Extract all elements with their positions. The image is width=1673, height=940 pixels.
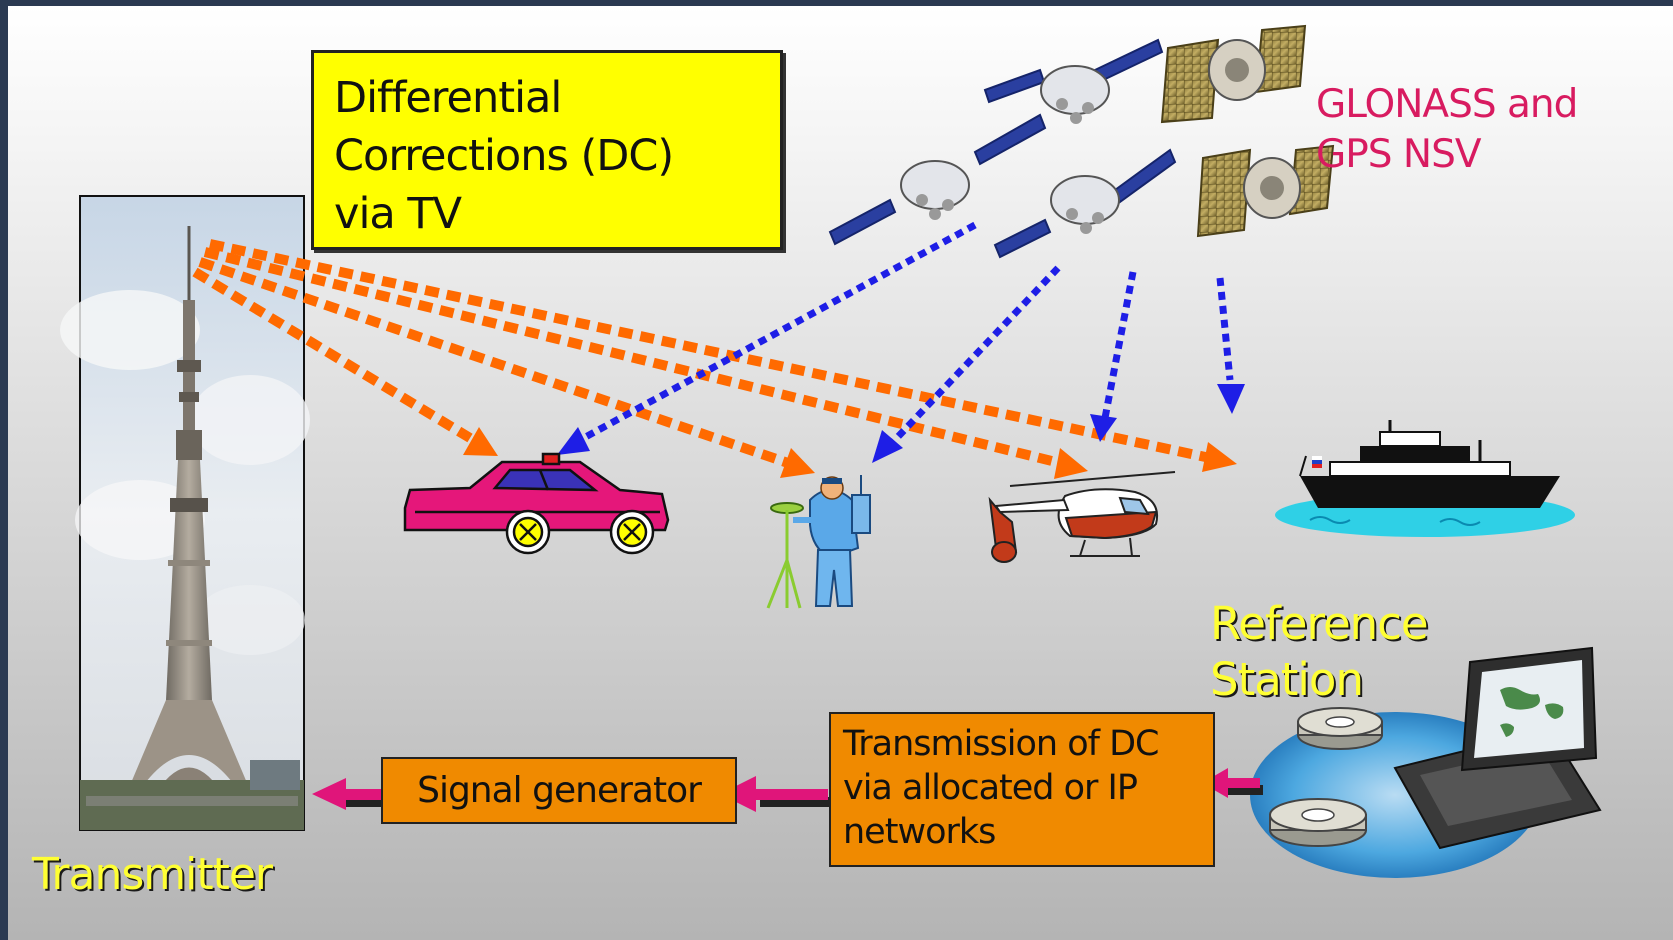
satellite-3 (993, 148, 1177, 259)
dc-transmission-box: Transmission of DC via allocated or IP n… (829, 712, 1215, 867)
satellite-2 (983, 38, 1164, 124)
dc-transmission-line3: networks (843, 812, 996, 852)
dc-via-tv-line3: via TV (334, 189, 462, 239)
reference-station-line1: Reference (1210, 597, 1429, 650)
dc-via-tv-line1: Differential (334, 73, 562, 123)
surveyor-image (766, 475, 871, 609)
glonass-gps-label: GLONASS and GPS NSV (1316, 80, 1578, 180)
tv-arrow-heads (463, 427, 1237, 479)
sat-arrow-to-helicopter (1101, 271, 1137, 419)
tv-arrow-to-helicopter (203, 247, 1062, 468)
transmitter-label: Transmitter (32, 849, 273, 900)
sat-arrow-to-ship (1216, 277, 1234, 381)
dc-transmission-line2: via allocated or IP (843, 768, 1138, 808)
reference-station-label: Reference Station (1210, 596, 1429, 708)
tv-signal-arrows (192, 239, 1212, 468)
car-image (403, 452, 670, 555)
sat-arrow-to-surveyor (890, 265, 1061, 445)
tv-arrow-to-surveyor (198, 257, 790, 468)
satellite-1 (828, 113, 1047, 246)
tv-arrow-to-car (192, 267, 473, 443)
dc-via-tv-line2: Corrections (DC) (334, 131, 674, 181)
signal-generator-label: Signal generator (417, 770, 702, 811)
flow-arrows (312, 768, 1263, 812)
satellite-signal-arrows (578, 221, 1234, 445)
sat-arrow-to-car (578, 221, 977, 444)
glonass-gps-line2: GPS NSV (1316, 132, 1482, 177)
glonass-satellite-2 (1196, 144, 1335, 238)
ship-image (1275, 420, 1575, 537)
reference-station-line2: Station (1210, 653, 1364, 706)
satellite-arrow-heads (557, 384, 1245, 463)
dc-transmission-line1: Transmission of DC (843, 724, 1159, 764)
tv-arrow-to-ship (208, 239, 1212, 463)
helicopter-image (988, 471, 1176, 563)
signal-generator-box: Signal generator (381, 757, 737, 824)
dc-via-tv-box: Differential Corrections (DC) via TV (311, 50, 783, 250)
reference-station-image (1250, 646, 1602, 878)
glonass-gps-line1: GLONASS and (1316, 82, 1578, 127)
tv-tower-image (60, 195, 310, 831)
glonass-satellite-1 (1160, 24, 1307, 124)
